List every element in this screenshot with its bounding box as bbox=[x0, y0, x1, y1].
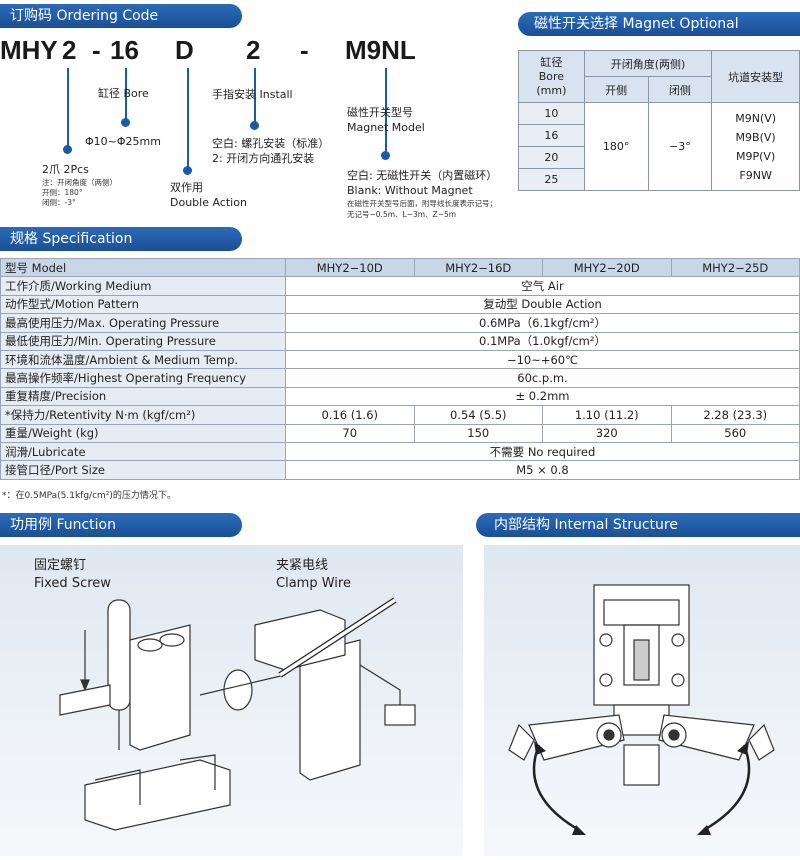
connector-line bbox=[125, 68, 127, 121]
connector-dot bbox=[250, 121, 259, 130]
internal-section-title: 内部结构 Internal Structure bbox=[476, 513, 800, 537]
connector-dot bbox=[381, 151, 390, 160]
code-part-magnet: M9NL bbox=[345, 35, 416, 65]
magnet-table-open-header: 开侧 bbox=[583, 76, 649, 103]
magnet-table-close-header: 闭侧 bbox=[647, 76, 713, 103]
code-part-bore: 16 bbox=[110, 35, 139, 65]
code-part-dash-2: - bbox=[300, 35, 309, 65]
clamp-wire-label-cn: 夹紧电线 bbox=[276, 558, 329, 573]
internal-structure-illustration bbox=[508, 584, 775, 835]
table-row: 重量/Weight (kg) 70 150 320 560 bbox=[0, 423, 800, 443]
spec-header-col: MHY2−16D bbox=[413, 257, 543, 278]
code-part-series: MHY bbox=[0, 35, 58, 65]
magnet-blank-en: Blank: Without Magnet bbox=[347, 184, 473, 197]
table-row: *保持力/Retentivity N·m (kgf/cm²) 0.16 (1.6… bbox=[0, 405, 800, 425]
bore-label: 缸径 Bore bbox=[98, 87, 149, 100]
fixed-screw-label-cn: 固定螺钉 bbox=[34, 558, 87, 573]
function-section-title: 功用例 Function bbox=[0, 513, 242, 537]
magnet-table-bore: 16 bbox=[518, 124, 585, 147]
spec-section-title: 规格 Specification bbox=[0, 227, 242, 251]
connector-dot bbox=[63, 145, 72, 154]
magnet-table-bore: 20 bbox=[518, 146, 585, 169]
code-part-action: D bbox=[175, 35, 194, 65]
magnet-note: 无记号−0.5m、L−3m、Z−5m bbox=[347, 210, 457, 219]
connector-line bbox=[67, 68, 69, 148]
jaws-note: 闭侧：-3° bbox=[42, 198, 76, 207]
connector-line bbox=[254, 68, 256, 124]
install-label: 手指安装 Install bbox=[212, 88, 293, 101]
magnet-table-angle-header: 开闭角度(两侧) bbox=[583, 50, 713, 77]
magnet-table-models: M9N(V)M9B(V)M9P(V)F9NW bbox=[711, 102, 800, 191]
internal-panel bbox=[484, 545, 800, 856]
connector-line bbox=[385, 68, 387, 154]
magnet-label-cn: 磁性开关型号 bbox=[347, 106, 413, 119]
jaws-note: 开侧：180° bbox=[42, 188, 83, 197]
jaws-label: 2爪 2Pcs bbox=[42, 163, 89, 176]
table-row: 重复精度/Precision± 0.2mm bbox=[0, 386, 800, 407]
spec-header-col: MHY2−10D bbox=[285, 257, 415, 278]
magnet-table-open-value: 180° bbox=[583, 102, 649, 191]
magnet-blank-cn: 空白: 无磁性开关（内置磁环） bbox=[347, 169, 498, 182]
action-label-en: Double Action bbox=[170, 196, 247, 209]
spec-header-col: MHY2−25D bbox=[670, 257, 800, 278]
bore-range: Φ10~Φ25mm bbox=[85, 135, 161, 148]
code-part-dash-1: - bbox=[92, 35, 101, 65]
spec-table: 型号 Model MHY2−10D MHY2−16D MHY2−20D MHY2… bbox=[0, 257, 800, 480]
code-part-jaws: 2 bbox=[62, 35, 77, 65]
magnet-table-bore: 25 bbox=[518, 168, 585, 191]
fixed-screw-label-en: Fixed Screw bbox=[34, 576, 111, 591]
magnet-section-title: 磁性开关选择 Magnet Optional bbox=[518, 12, 800, 36]
spec-header-model: 型号 Model bbox=[0, 257, 286, 278]
spec-header-col: MHY2−20D bbox=[542, 257, 672, 278]
install-option: 空白: 螺孔安装（标准） bbox=[212, 137, 330, 150]
spec-footnote: *：在0.5MPa(5.1kfg/cm²)的压力情况下。 bbox=[2, 491, 176, 501]
magnet-table-close-value: −3° bbox=[647, 102, 713, 191]
code-part-install: 2 bbox=[246, 35, 261, 65]
action-label-cn: 双作用 bbox=[170, 181, 203, 194]
clamp-wire-label-en: Clamp Wire bbox=[276, 576, 351, 591]
magnet-note: 在磁性开关型号后面，附导线长度表示记号； bbox=[347, 199, 497, 208]
magnet-label-en: Magnet Model bbox=[347, 121, 425, 134]
connector-line bbox=[187, 68, 189, 168]
install-option: 2: 开闭方向通孔安装 bbox=[212, 152, 315, 165]
jaws-note: 注：开闭角度（两侧） bbox=[42, 178, 117, 187]
function-panel bbox=[0, 545, 463, 856]
connector-dot bbox=[121, 118, 130, 127]
connector-dot bbox=[183, 166, 192, 175]
table-row: 环境和流体温度/Ambient & Medium Temp.−10~+60℃ bbox=[0, 349, 800, 370]
function-illustration bbox=[59, 597, 416, 831]
ordering-section-title: 订购码 Ordering Code bbox=[0, 4, 242, 28]
magnet-table-bore: 10 bbox=[518, 102, 585, 125]
magnet-table-groove-header: 坑道安装型 bbox=[711, 50, 800, 103]
